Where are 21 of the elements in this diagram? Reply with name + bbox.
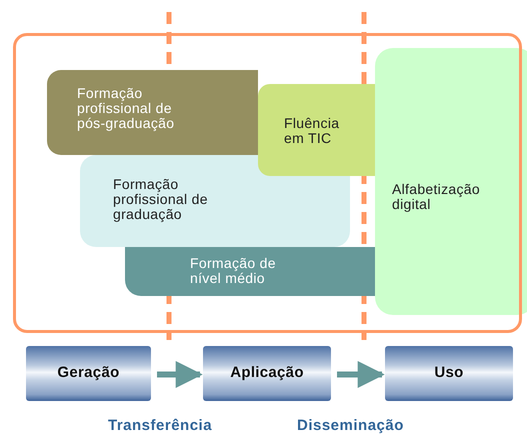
node-text: Alfabetização digital bbox=[392, 182, 481, 212]
node-text: Aplicação bbox=[229, 365, 305, 380]
stage-box bbox=[26, 346, 151, 401]
stage-transition-label: Disseminação bbox=[297, 417, 404, 434]
stage-transition-label: Transferência bbox=[108, 417, 212, 434]
arrow bbox=[337, 361, 385, 388]
node-text: Uso bbox=[433, 365, 465, 380]
node-text: Formação profissional de pós-graduação bbox=[77, 86, 176, 131]
process-box bbox=[125, 247, 375, 296]
node-text: Formação profissional de graduação bbox=[113, 177, 209, 222]
process-box bbox=[375, 48, 527, 315]
frame-box bbox=[13, 33, 522, 333]
process-box bbox=[80, 155, 350, 247]
node-text: Formação de nível médio bbox=[190, 256, 277, 286]
node-text: Fluência em TIC bbox=[284, 116, 340, 146]
node-text: Geração bbox=[56, 365, 121, 380]
stage-box bbox=[385, 346, 513, 401]
arrow bbox=[157, 361, 203, 388]
process-box bbox=[258, 84, 375, 176]
stage-box bbox=[203, 346, 331, 401]
process-box bbox=[47, 70, 258, 155]
